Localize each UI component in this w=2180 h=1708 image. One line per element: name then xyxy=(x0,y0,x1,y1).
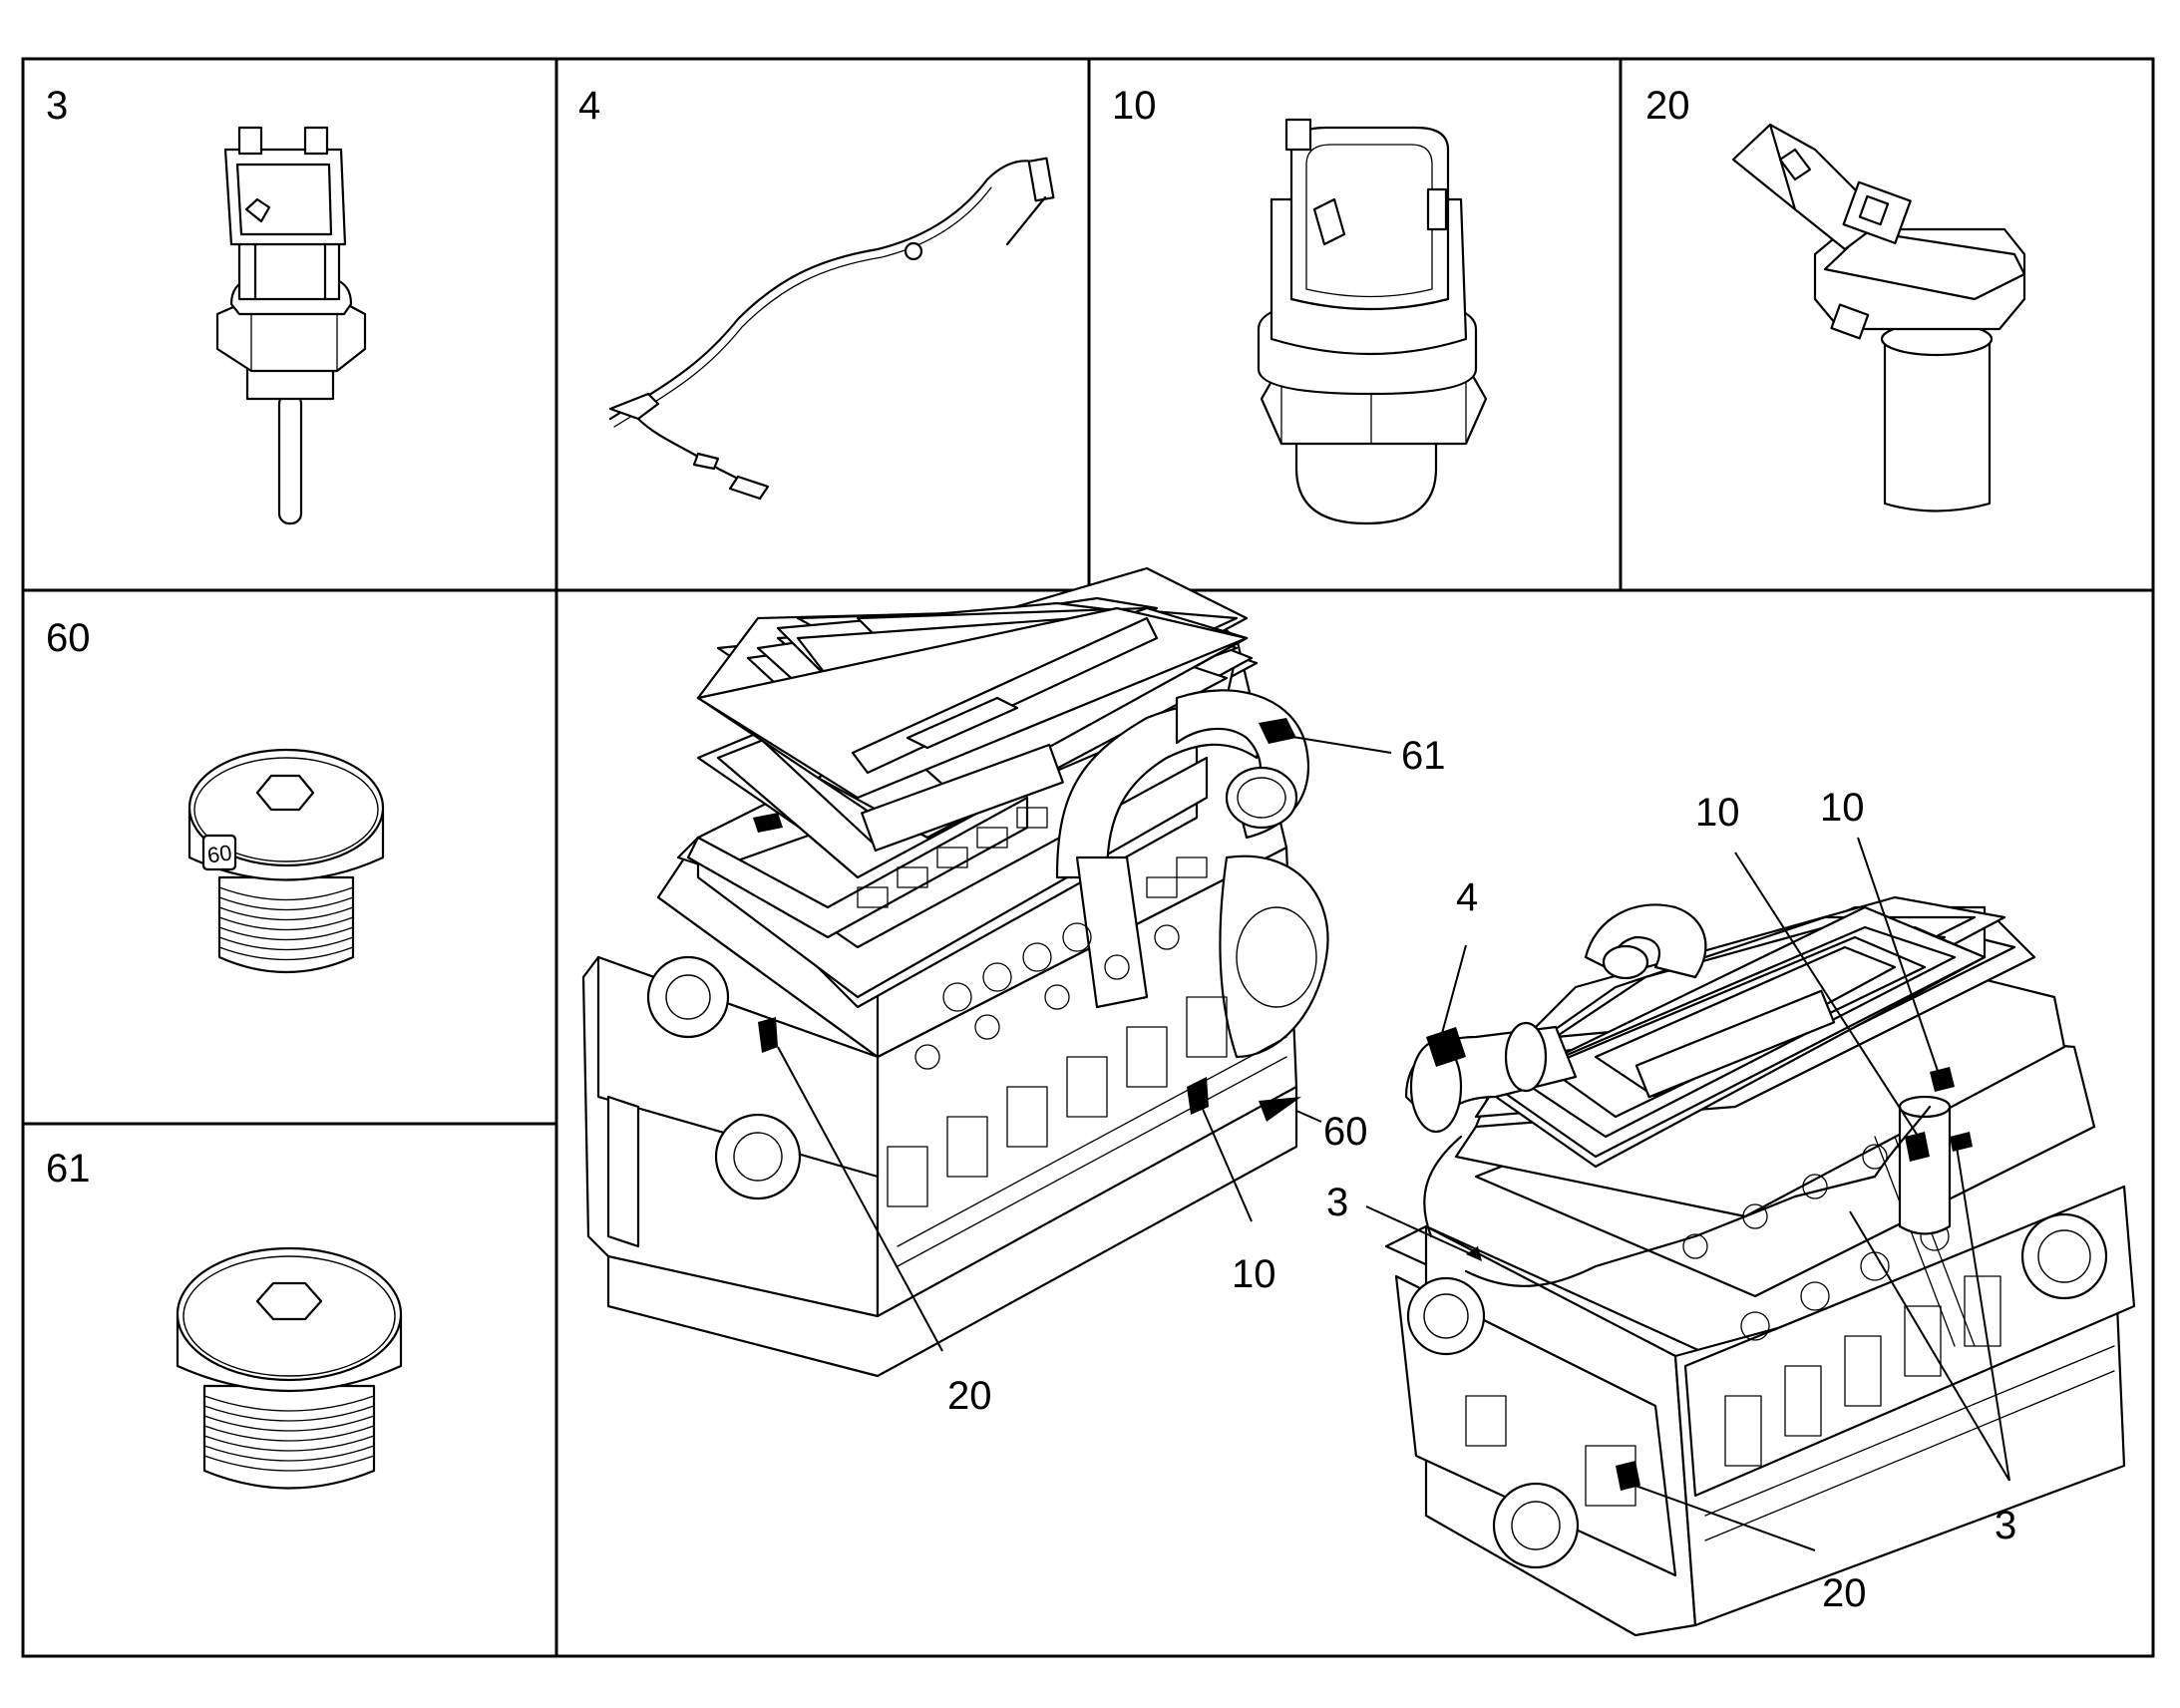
callout-right-3-b: 3 xyxy=(1995,1504,2017,1547)
callout-right-4: 4 xyxy=(1456,875,1479,919)
engine-illustration-left xyxy=(581,566,1392,1378)
cell-label-part-60: 60 xyxy=(46,616,91,660)
callout-left-61: 61 xyxy=(1401,734,1446,778)
exhaust-temperature-sensor-part-4 xyxy=(608,157,1055,501)
cell-label-part-3: 3 xyxy=(46,84,69,128)
callout-right-3-a: 3 xyxy=(1326,1181,1349,1224)
cell-label-part-20: 20 xyxy=(1645,84,1690,128)
plug-part-60: 60 xyxy=(187,748,385,974)
cell-label-part-4: 4 xyxy=(578,84,601,128)
plug-marking-text: 60 xyxy=(205,840,233,867)
callout-right-10-b: 10 xyxy=(1820,786,1865,830)
temperature-sensor-part-3 xyxy=(215,126,367,525)
callout-left-60: 60 xyxy=(1323,1110,1368,1154)
plug-part-61 xyxy=(176,1246,403,1490)
pressure-sensor-part-10 xyxy=(1257,118,1488,525)
grid-frame xyxy=(21,57,2155,1658)
cell-label-part-61: 61 xyxy=(46,1147,91,1191)
speed-sensor-part-20 xyxy=(1731,123,2026,512)
callout-right-20: 20 xyxy=(1822,1571,1867,1615)
cell-label-part-10: 10 xyxy=(1112,84,1157,128)
callout-left-20: 20 xyxy=(947,1374,992,1418)
callout-left-10: 10 xyxy=(1232,1252,1276,1296)
engine-illustration-right xyxy=(1365,837,2136,1637)
callout-right-10-a: 10 xyxy=(1695,791,1740,835)
